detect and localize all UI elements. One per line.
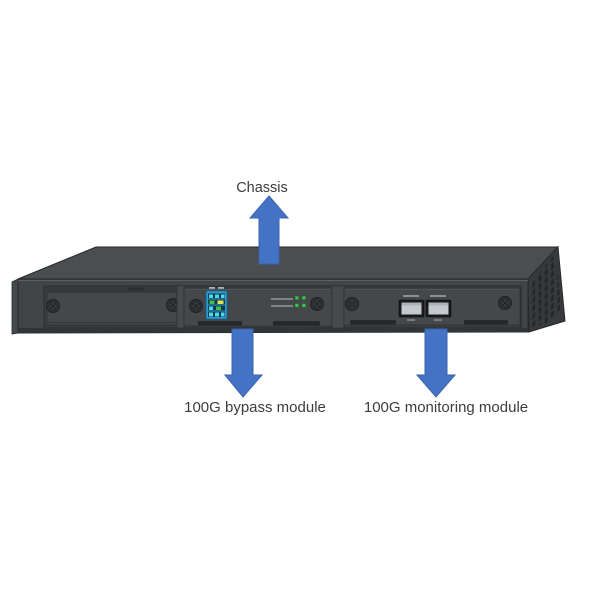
chassis-top-face	[17, 246, 560, 280]
status-led-cluster	[271, 295, 307, 308]
port-caption-mark	[209, 287, 215, 289]
qsfp-port-icon	[398, 299, 425, 318]
port-caption-mark	[218, 287, 224, 289]
monitoring-module-label: 100G monitoring module	[364, 399, 528, 416]
handle-slot	[350, 320, 396, 325]
arrow-up-icon	[248, 195, 290, 265]
status-led	[301, 295, 307, 301]
led-caption-mark	[271, 305, 293, 307]
status-led	[301, 303, 307, 308]
module-slot-blank	[45, 287, 181, 326]
qsfp-port-icon	[425, 299, 452, 318]
screw-icon	[344, 296, 360, 312]
status-led	[294, 295, 300, 301]
slot-divider-rail	[176, 285, 185, 329]
chassis-bottom-lip	[18, 328, 528, 333]
screw-icon	[188, 298, 204, 314]
bypass-module-label: 100G bypass module	[184, 399, 326, 416]
screw-icon	[45, 298, 61, 314]
port-caption-mark	[407, 319, 415, 321]
fiber-port-block-icon	[205, 290, 228, 320]
handle-slot	[198, 321, 242, 326]
port-caption-mark	[434, 319, 442, 321]
screw-icon	[497, 295, 513, 311]
monitoring-module-faceplate	[343, 287, 521, 326]
handle-slot	[464, 320, 508, 325]
chassis-label: Chassis	[236, 180, 288, 196]
port-caption-mark	[430, 295, 446, 297]
arrow-down-monitoring-icon	[415, 328, 457, 398]
screw-icon	[309, 296, 325, 312]
bypass-module-faceplate	[183, 287, 333, 327]
port-caption-mark	[403, 295, 419, 297]
led-caption-mark	[271, 298, 293, 300]
handle-slot	[273, 321, 320, 326]
status-led	[294, 303, 300, 308]
chassis-illustration	[11, 245, 566, 335]
arrow-down-bypass-icon	[223, 328, 264, 398]
chassis-left-edge	[11, 278, 19, 335]
slot-divider-rail	[331, 285, 345, 329]
